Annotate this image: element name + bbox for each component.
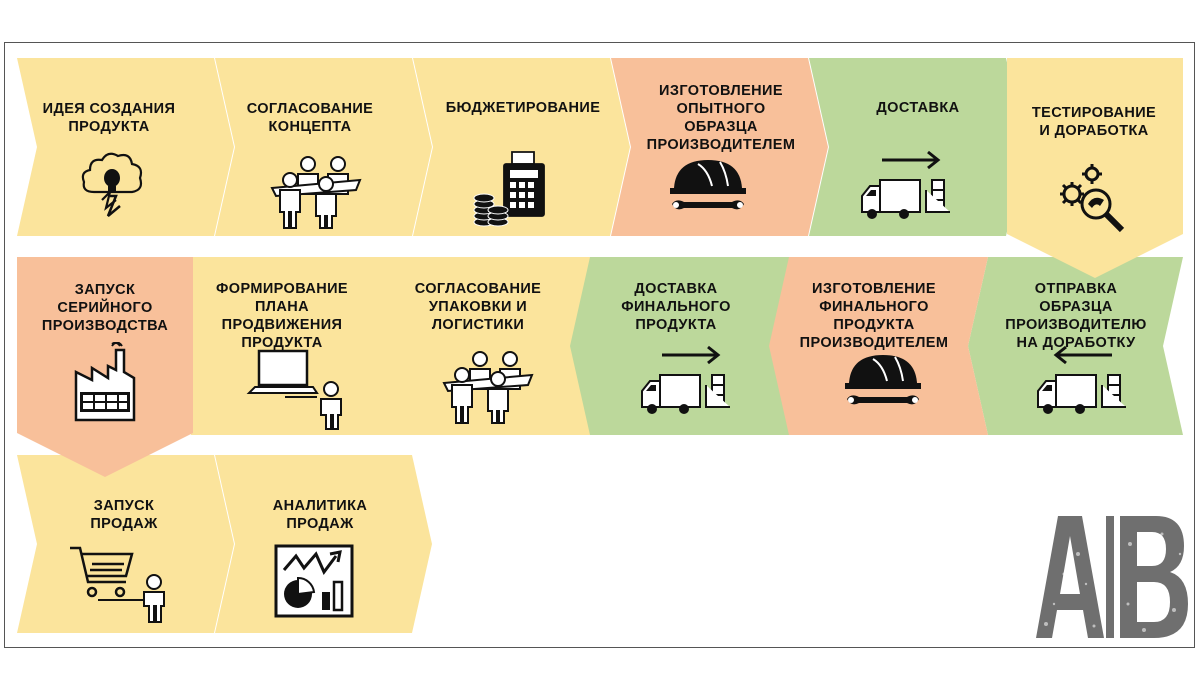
step-label: ОТПРАВКА ОБРАЗЦА ПРОИЗВОДИТЕЛЮ НА ДОРАБО… bbox=[1005, 281, 1147, 351]
step-chevron-shape bbox=[968, 257, 1183, 435]
step-chevron-shape bbox=[369, 257, 590, 435]
process-step-s9 bbox=[568, 257, 789, 435]
process-step-s14 bbox=[215, 455, 432, 633]
process-step-s1 bbox=[17, 58, 234, 236]
process-step-s7 bbox=[968, 257, 1183, 435]
step-chevron-shape bbox=[809, 58, 1026, 236]
step-label: ИДЕЯ СОЗДАНИЯ ПРОДУКТА bbox=[42, 101, 176, 135]
diagram-frame bbox=[4, 42, 1195, 648]
step-chevron-shape bbox=[17, 58, 234, 236]
step-chevron-shape bbox=[611, 58, 828, 236]
truck-left-icon bbox=[1036, 345, 1132, 426]
people-meeting-icon bbox=[268, 150, 364, 235]
process-step-s10 bbox=[369, 257, 590, 435]
step-chevron-shape bbox=[17, 455, 234, 633]
process-step-s4 bbox=[611, 58, 828, 236]
step-label: ДОСТАВКА ФИНАЛЬНОГО ПРОДУКТА bbox=[621, 281, 731, 333]
process-step-s2 bbox=[215, 58, 432, 236]
step-chevron-shape bbox=[17, 257, 193, 477]
step-label: ЗАПУСК СЕРИЙНОГО ПРОИЗВОДСТВА bbox=[41, 282, 169, 334]
step-label: ИЗГОТОВЛЕНИЕ ОПЫТНОГО ОБРАЗЦА ПРОИЗВОДИТ… bbox=[646, 83, 796, 153]
step-chevron-shape bbox=[413, 58, 630, 236]
step-label: ЗАПУСК ПРОДАЖ bbox=[90, 498, 158, 532]
truck-right-icon bbox=[640, 345, 736, 426]
process-step-s13 bbox=[17, 455, 234, 633]
step-chevron-shape bbox=[215, 455, 432, 633]
lightbulb-cloud-icon bbox=[80, 150, 144, 227]
people-meeting-icon bbox=[440, 345, 536, 430]
step-label: ИЗГОТОВЛЕНИЕ ФИНАЛЬНОГО ПРОДУКТА ПРОИЗВО… bbox=[799, 281, 949, 351]
factory-icon bbox=[72, 341, 138, 427]
helmet-wrench-icon bbox=[843, 345, 923, 420]
step-label: БЮДЖЕТИРОВАНИЕ bbox=[445, 100, 601, 116]
ab-logo bbox=[1034, 514, 1190, 640]
step-chevron-shape bbox=[215, 58, 432, 236]
step-label: ДОСТАВКА bbox=[876, 100, 960, 116]
step-label: ТЕСТИРОВАНИЕ И ДОРАБОТКА bbox=[1031, 105, 1157, 139]
truck-right-icon bbox=[860, 150, 956, 231]
cart-person-icon bbox=[68, 542, 168, 629]
process-step-s12 bbox=[17, 257, 193, 477]
process-step-s5 bbox=[809, 58, 1026, 236]
step-chevron-shape bbox=[568, 257, 789, 435]
process-step-s3 bbox=[413, 58, 630, 236]
helmet-wrench-icon bbox=[668, 150, 748, 225]
gears-magnifier-icon bbox=[1056, 158, 1136, 239]
step-label: СОГЛАСОВАНИЕ КОНЦЕПТА bbox=[246, 101, 374, 135]
step-label: ФОРМИРОВАНИЕ ПЛАНА ПРОДВИЖЕНИЯ ПРОДУКТА bbox=[216, 281, 348, 351]
step-chevron-shape bbox=[767, 257, 988, 435]
analytics-board-icon bbox=[272, 542, 356, 625]
step-label: СОГЛАСОВАНИЕ УПАКОВКИ И ЛОГИСТИКИ bbox=[414, 281, 542, 333]
calculator-coins-icon bbox=[470, 148, 550, 233]
step-label: АНАЛИТИКА ПРОДАЖ bbox=[272, 498, 368, 532]
laptop-person-icon bbox=[245, 345, 345, 436]
process-step-s8 bbox=[767, 257, 988, 435]
